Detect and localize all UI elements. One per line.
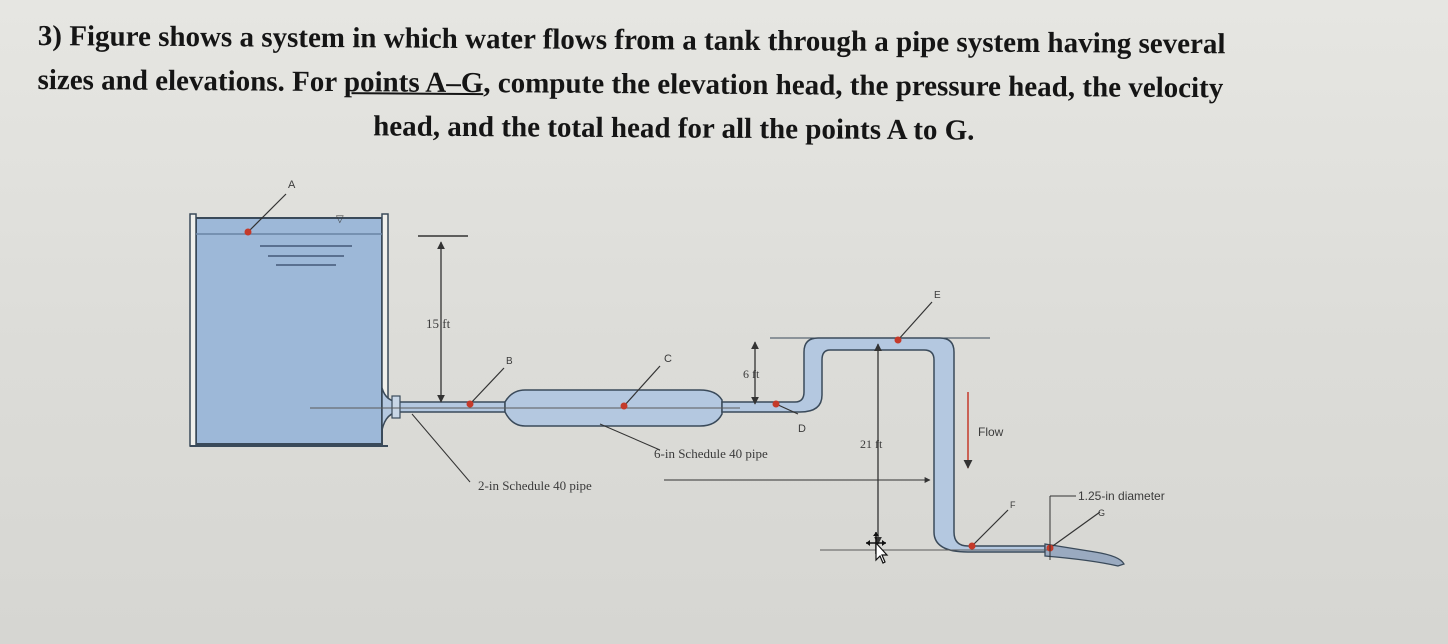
point-a-label: A bbox=[288, 179, 296, 191]
point-b-label: B bbox=[506, 356, 513, 367]
tank: ▽ bbox=[189, 213, 389, 447]
point-b: B bbox=[466, 356, 513, 408]
point-c-label: C bbox=[664, 353, 672, 365]
label-nozzle: 1.25-in diameter bbox=[1049, 489, 1165, 560]
pipe-riser bbox=[721, 337, 1046, 553]
label-2in-pipe: 2-in Schedule 40 pipe bbox=[411, 413, 931, 493]
point-g-label: G bbox=[1098, 508, 1105, 518]
point-g: G bbox=[1046, 508, 1105, 552]
flow-indicator: Flow bbox=[963, 392, 1004, 469]
cursor-icon bbox=[866, 532, 889, 564]
label-nozzle-text: 1.25-in diameter bbox=[1078, 489, 1165, 503]
label-6in-pipe: 6-in Schedule 40 pipe bbox=[599, 423, 768, 461]
point-e: E bbox=[894, 290, 941, 344]
tank-wall-right bbox=[381, 213, 389, 401]
tank-water bbox=[195, 217, 383, 445]
label-6in-pipe-text: 6-in Schedule 40 pipe bbox=[654, 446, 768, 461]
flow-label: Flow bbox=[978, 425, 1004, 439]
label-21ft: 21 ft bbox=[860, 437, 883, 451]
dimension-15ft: 15 ft bbox=[418, 235, 468, 403]
point-d: D bbox=[772, 400, 806, 435]
label-6ft: 6 ft bbox=[743, 367, 760, 381]
point-e-label: E bbox=[934, 290, 941, 301]
point-f-label: F bbox=[1010, 500, 1016, 510]
nozzle bbox=[1044, 543, 1125, 567]
svg-text:▽: ▽ bbox=[336, 214, 344, 225]
point-d-label: D bbox=[798, 423, 806, 435]
label-2in-pipe-text: 2-in Schedule 40 pipe bbox=[478, 478, 592, 493]
point-c: C bbox=[620, 353, 672, 410]
tank-wall-left bbox=[189, 213, 197, 447]
point-f: F bbox=[968, 500, 1016, 550]
point-a: A bbox=[244, 179, 296, 236]
label-15ft: 15 ft bbox=[426, 316, 451, 331]
dimension-21ft: 21 ft bbox=[860, 343, 883, 545]
dimension-6ft: 6 ft bbox=[743, 341, 760, 405]
